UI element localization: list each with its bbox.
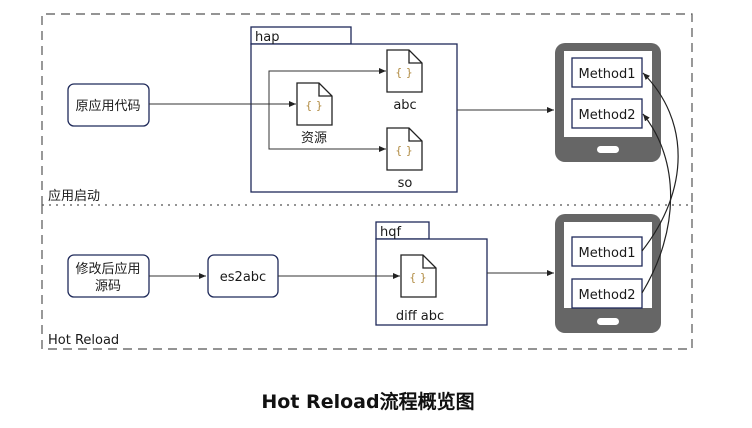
svg-text:修改后应用: 修改后应用 — [75, 261, 140, 277]
region-label-app-launch: 应用启动 — [48, 188, 100, 204]
source-code-label: 原应用代码 — [75, 98, 140, 114]
hap-label: hap — [255, 30, 279, 45]
file-label-resource: 资源 — [301, 131, 327, 146]
file-code-icon: { } — [386, 49, 423, 93]
file-code-icon: { } — [386, 127, 423, 171]
tablet-icon — [555, 214, 661, 333]
arrow-to-so — [268, 104, 386, 152]
svg-text:{ }: { } — [305, 99, 323, 112]
arrow-to-abc — [268, 68, 386, 104]
svg-text:{ }: { } — [395, 66, 413, 79]
diagram-title: Hot Reload流程概览图 — [261, 390, 474, 413]
hap-package: hap — [250, 26, 458, 193]
method-box: Method1 — [571, 57, 643, 88]
svg-text:Method2: Method2 — [578, 108, 635, 123]
method-box: Method1 — [571, 236, 643, 267]
svg-text:es2abc: es2abc — [220, 270, 266, 285]
method-box: Method2 — [571, 98, 643, 129]
hqf-label: hqf — [380, 225, 401, 240]
svg-text:Method1: Method1 — [578, 67, 635, 82]
source-code-box: 原应用代码 — [67, 83, 150, 127]
file-label-abc: abc — [393, 98, 416, 113]
svg-text:Method2: Method2 — [578, 288, 635, 303]
region-frame — [41, 13, 693, 350]
svg-text:{ }: { } — [409, 271, 427, 284]
modified-source-box: 修改后应用 源码 — [67, 254, 150, 298]
file-label-so: so — [398, 176, 413, 191]
replace-arrow-method2 — [641, 113, 672, 294]
svg-text:源码: 源码 — [95, 279, 121, 294]
method-box: Method2 — [571, 278, 643, 309]
replace-arrow-method1 — [641, 72, 679, 252]
svg-text:{ }: { } — [395, 144, 413, 157]
svg-text:Method1: Method1 — [578, 246, 635, 261]
file-code-icon: { } — [296, 82, 333, 126]
es2abc-compiler-box: es2abc — [207, 254, 279, 298]
region-label-hot-reload: Hot Reload — [48, 333, 119, 348]
file-code-icon: { } — [400, 254, 437, 298]
file-label-diff-abc: diff abc — [396, 309, 444, 324]
